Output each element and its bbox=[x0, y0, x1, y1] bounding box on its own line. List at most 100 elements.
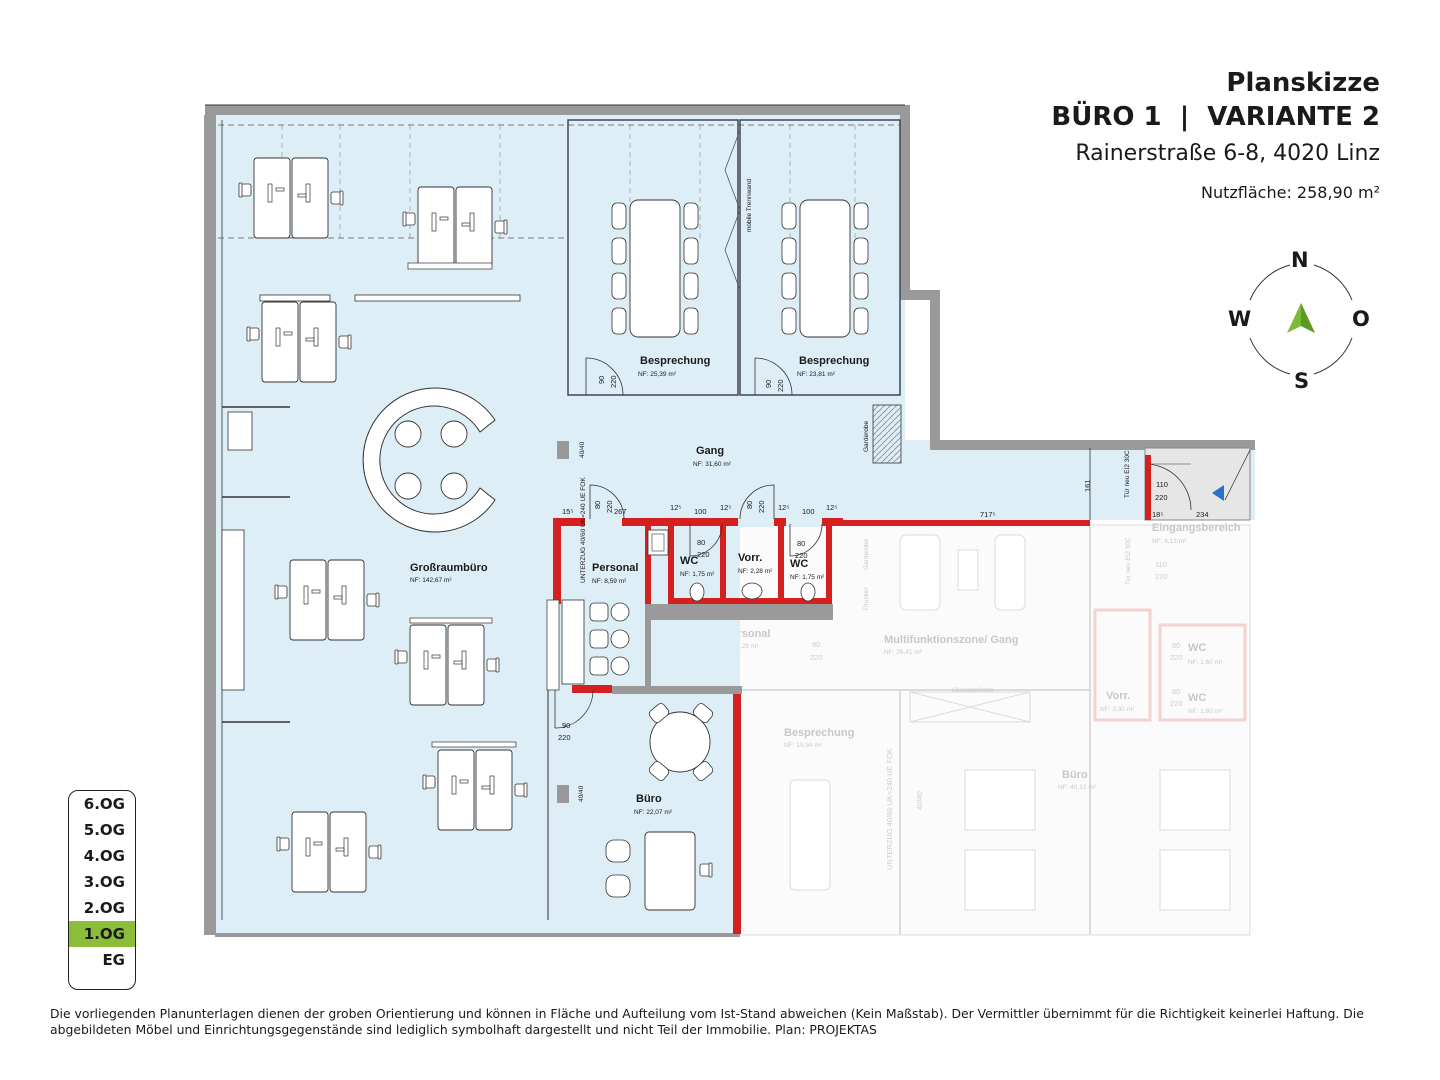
floor-plan: Personal NF: 6,29 m² Multifunktionszone/… bbox=[204, 104, 1370, 937]
dim-label: 220 bbox=[697, 550, 710, 559]
grey-dim: 110 bbox=[1155, 560, 1167, 569]
plan-annotations: mobile Trennwand Garderobe UNTERZUG 40/6… bbox=[558, 179, 1209, 802]
buero-label: Büro bbox=[636, 793, 662, 805]
grey-wc1-label: WC bbox=[1188, 642, 1206, 654]
dim-label: 267 bbox=[614, 507, 627, 516]
floor-6og[interactable]: 6.OG bbox=[83, 795, 125, 813]
grey-dim: 220 bbox=[1170, 653, 1183, 662]
plan-header: Planskizze BÜRO 1 | VARIANTE 2 Rainerstr… bbox=[1051, 66, 1380, 208]
grey-bespr-nf: NF: 19,94 m² bbox=[784, 742, 823, 749]
wc2-nf: NF: 1,75 m² bbox=[790, 574, 825, 581]
compass-east: O bbox=[1352, 307, 1370, 331]
grey-glas-label: Glasoberlichte bbox=[952, 687, 994, 694]
grey-multi-nf: NF: 26,41 m² bbox=[884, 649, 923, 656]
plan-address: Rainerstraße 6-8, 4020 Linz bbox=[1075, 141, 1380, 166]
neighbor-labels: Personal NF: 6,29 m² Multifunktionszone/… bbox=[724, 522, 1241, 870]
grey-dim: 80 bbox=[1172, 641, 1180, 650]
grossraum-label: Großraumbüro bbox=[410, 562, 488, 574]
dim-label: 80 bbox=[697, 538, 705, 547]
dim-label: 90 bbox=[597, 376, 606, 384]
floor-1og[interactable]: 1.OG bbox=[69, 921, 135, 947]
dim-label: 717⁵ bbox=[980, 510, 996, 519]
compass-south: S bbox=[1294, 369, 1309, 393]
grey-eingang-label: Eingangsbereich bbox=[1152, 522, 1241, 534]
compass: N W O S bbox=[1228, 248, 1370, 393]
dim-4040: 40/40 bbox=[578, 785, 585, 802]
floor-4og[interactable]: 4.OG bbox=[83, 847, 125, 865]
dim-label: 161 bbox=[1083, 479, 1092, 492]
personal-label: Personal bbox=[592, 562, 638, 574]
grey-buero-label: Büro bbox=[1062, 769, 1088, 781]
grey-vorr-nf: NF: 3,30 m² bbox=[1100, 706, 1135, 713]
grey-dim: 220 bbox=[810, 653, 823, 662]
floor-selector: 6.OG 5.OG 4.OG 3.OG 2.OG 1.OG EG bbox=[68, 790, 136, 990]
dim-label: 100 bbox=[694, 507, 707, 516]
dim-label: 90 bbox=[764, 380, 773, 388]
dim-label: 18⁵ bbox=[1152, 510, 1163, 519]
plan-title: Planskizze bbox=[1226, 68, 1380, 98]
floor-3og[interactable]: 3.OG bbox=[83, 873, 125, 891]
dim-label: 234 bbox=[1196, 510, 1209, 519]
dim-label: 100 bbox=[802, 507, 815, 516]
vorr-nf: NF: 2,28 m² bbox=[738, 568, 773, 575]
plan-subtitle: BÜRO 1 | VARIANTE 2 bbox=[1051, 102, 1380, 132]
grey-wc2-nf: NF: 1,60 m² bbox=[1188, 708, 1223, 715]
dim-label: 220 bbox=[605, 500, 614, 513]
dim-label: 80 bbox=[797, 539, 805, 548]
unterzug-label: UNTERZUG 40/60 UK=240 UE FOK bbox=[580, 477, 587, 583]
dim-label: 220 bbox=[558, 733, 571, 742]
tuer-neu-label: Tür neu EI2 30C bbox=[1124, 450, 1131, 498]
floor-5og[interactable]: 5.OG bbox=[83, 821, 125, 839]
grey-drucker-label: Drucker bbox=[863, 586, 870, 610]
floor-2og[interactable]: 2.OG bbox=[83, 899, 125, 917]
disclaimer-text: Die vorliegenden Planunterlagen dienen d… bbox=[50, 1006, 1364, 1037]
wc1-label: WC bbox=[680, 555, 698, 567]
grey-wc1-nf: NF: 1,60 m² bbox=[1188, 659, 1223, 666]
grey-unterzug-label: UNTERZUG 40/60 UK=240 UE FOK bbox=[885, 748, 894, 870]
wc2-label: WC bbox=[790, 558, 808, 570]
compass-north: N bbox=[1291, 248, 1309, 272]
dim-label: 80 bbox=[745, 501, 754, 509]
bespr1-label: Besprechung bbox=[640, 355, 710, 367]
dim-label: 12⁵ bbox=[670, 503, 681, 512]
trennwand-label: mobile Trennwand bbox=[746, 179, 753, 232]
dim-label: 12⁵ bbox=[720, 503, 731, 512]
plan-area: Nutzfläche: 258,90 m² bbox=[1201, 183, 1380, 202]
grey-dim: 80 bbox=[1172, 687, 1180, 696]
room-labels: Besprechung NF: 25,39 m² Besprechung NF:… bbox=[410, 355, 869, 816]
grey-personal-nf: NF: 6,29 m² bbox=[724, 643, 759, 650]
compass-west: W bbox=[1228, 307, 1251, 331]
dim-label: 80 bbox=[593, 501, 602, 509]
dim-label: 220 bbox=[1155, 493, 1168, 502]
floor-eg[interactable]: EG bbox=[102, 951, 125, 969]
unit-area bbox=[204, 104, 1255, 937]
gang-label: Gang bbox=[696, 445, 724, 457]
dim-label: 12⁵ bbox=[826, 503, 837, 512]
dim-4040: 40/40 bbox=[579, 441, 586, 458]
grey-dim: 90 bbox=[812, 640, 820, 649]
dim-label: 90 bbox=[562, 721, 570, 730]
grey-multi-label: Multifunktionszone/ Gang bbox=[884, 634, 1018, 646]
bespr1-nf: NF: 25,39 m² bbox=[638, 371, 677, 378]
dim-label: 110 bbox=[1156, 480, 1168, 489]
grey-dim: 40/40 bbox=[915, 791, 924, 810]
grey-dim: 220 bbox=[1170, 699, 1183, 708]
wc1-nf: NF: 1,75 m² bbox=[680, 571, 715, 578]
grey-garderobe-label: Garderobe bbox=[863, 539, 870, 570]
bespr2-nf: NF: 23,81 m² bbox=[797, 371, 836, 378]
grey-buero-nf: NF: 40,12 m² bbox=[1058, 784, 1097, 791]
personal-nf: NF: 8,59 m² bbox=[592, 578, 627, 585]
grey-vorr-label: Vorr. bbox=[1106, 690, 1130, 702]
dim-label: 220 bbox=[609, 375, 618, 388]
dim-label: 220 bbox=[795, 551, 808, 560]
dim-label: 220 bbox=[757, 500, 766, 513]
grossraum-nf: NF: 142,67 m² bbox=[410, 577, 452, 584]
gang-nf: NF: 31,60 m² bbox=[693, 461, 732, 468]
grey-dim: 220 bbox=[1155, 572, 1168, 581]
dim-label: 220 bbox=[776, 379, 785, 392]
dim-label: 12⁵ bbox=[778, 503, 789, 512]
buero-nf: NF: 22,07 m² bbox=[634, 809, 673, 816]
bespr2-label: Besprechung bbox=[799, 355, 869, 367]
grey-eingang-nf: NF: 8,13 m² bbox=[1152, 538, 1187, 545]
vorr-label: Vorr. bbox=[738, 552, 762, 564]
